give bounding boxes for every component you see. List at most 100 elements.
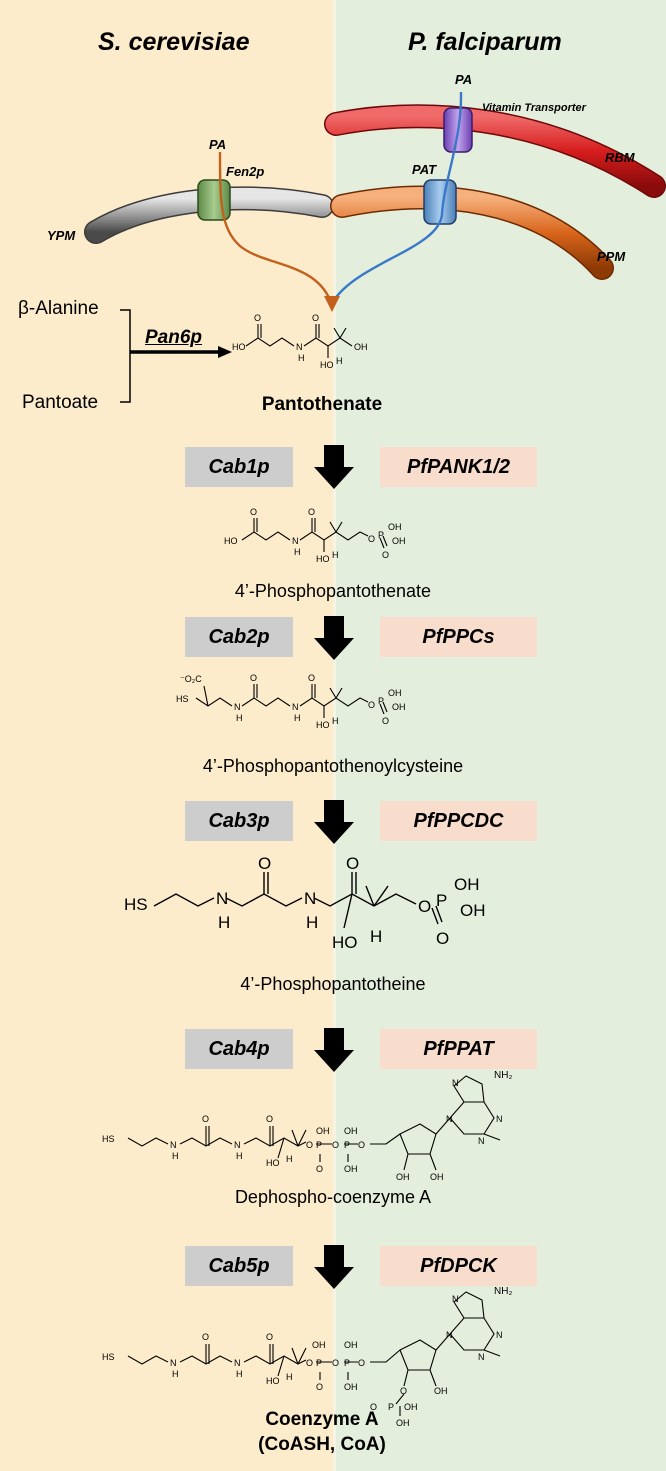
svg-text:P: P (316, 1140, 322, 1150)
svg-text:O: O (382, 550, 389, 560)
svg-text:O: O (250, 507, 257, 517)
panel-divider (333, 0, 336, 1471)
svg-text:O: O (306, 1358, 313, 1368)
svg-text:HO: HO (320, 360, 334, 370)
enzyme-pfppcdc: PfPPCDC (380, 801, 537, 841)
svg-text:O: O (346, 856, 359, 873)
coa-label: Coenzyme A (265, 1409, 379, 1430)
svg-text:N: N (478, 1136, 485, 1146)
svg-text:N: N (216, 889, 228, 908)
svg-text:HO: HO (316, 554, 330, 564)
svg-text:OH: OH (316, 1126, 330, 1136)
svg-text:HS: HS (124, 895, 148, 914)
pa-label-plasmodium: PA (455, 72, 473, 87)
phosphopantetheine-structure: HS O O N H N H HO H O P OH OH O (124, 856, 486, 952)
svg-text:OH: OH (344, 1164, 358, 1174)
svg-text:N: N (234, 1140, 241, 1150)
svg-text:OH: OH (344, 1382, 358, 1392)
svg-text:H: H (298, 353, 305, 363)
svg-text:H: H (370, 927, 382, 946)
svg-text:N: N (496, 1114, 503, 1124)
svg-text:OH: OH (396, 1418, 410, 1428)
pan6p-label: Pan6p (145, 327, 203, 348)
rbm-label: RBM (605, 150, 635, 165)
svg-text:HS: HS (102, 1134, 115, 1144)
svg-text:N: N (296, 342, 303, 352)
svg-text:OH: OH (454, 875, 480, 894)
svg-text:N: N (292, 702, 299, 712)
yeast-panel (0, 0, 334, 1471)
svg-text:P: P (378, 696, 384, 706)
phosphopantothenoylcysteine-structure: ⁻O₂C HS O O N H N H HO H O P OH OH O (176, 673, 406, 730)
svg-text:O: O (308, 507, 315, 517)
step4-arrow (314, 1028, 354, 1072)
svg-text:H: H (294, 547, 301, 557)
enzyme-pfdpck: PfDPCK (380, 1246, 537, 1286)
dephospho-coa-label: Dephospho-coenzyme A (234, 1187, 432, 1207)
plasmodium-pa-path (333, 91, 463, 301)
svg-text:O: O (316, 1382, 323, 1392)
svg-text:N: N (478, 1352, 485, 1362)
svg-text:OH: OH (434, 1386, 448, 1396)
svg-text:HS: HS (176, 694, 189, 704)
phosphopantothenoylcysteine-label: 4’-Phosphopantothenoylcysteine (202, 756, 464, 776)
coa-structure: HS O O N H N H HO H O P O P O OH OH O OH… (102, 1286, 512, 1428)
svg-text:NH₂: NH₂ (494, 1286, 512, 1297)
svg-text:O: O (358, 1140, 365, 1150)
svg-text:N: N (452, 1294, 459, 1304)
svg-text:P: P (388, 1402, 394, 1412)
svg-text:H: H (294, 713, 301, 723)
svg-text:N: N (170, 1140, 177, 1150)
plasmodium-panel (334, 0, 666, 1471)
ypm-label: YPM (47, 228, 76, 243)
svg-text:OH: OH (404, 1402, 418, 1412)
svg-text:OH: OH (344, 1126, 358, 1136)
pa-label-yeast: PA (209, 137, 227, 152)
svg-text:O: O (358, 1358, 365, 1368)
svg-text:O: O (308, 673, 315, 683)
svg-text:O: O (254, 313, 261, 323)
enzyme-cab5p: Cab5p (185, 1246, 293, 1286)
svg-text:N: N (304, 889, 316, 908)
svg-text:H: H (306, 913, 318, 932)
svg-text:OH: OH (396, 1172, 410, 1182)
enzyme-cab2p: Cab2p (185, 617, 293, 657)
pantothenate-label: Pantothenate (261, 394, 383, 415)
header-p-falciparum: P. falciparum (408, 28, 562, 56)
svg-text:H: H (172, 1151, 179, 1161)
svg-text:H: H (236, 713, 243, 723)
svg-text:O: O (332, 1358, 339, 1368)
svg-text:H: H (286, 1154, 293, 1164)
svg-text:O: O (400, 1386, 407, 1396)
svg-text:OH: OH (344, 1340, 358, 1350)
svg-text:N: N (234, 702, 241, 712)
beta-alanine-label: β-Alanine (18, 298, 99, 319)
pantothenate-structure: O O HO N H HO H OH (232, 313, 368, 370)
svg-text:N: N (292, 536, 299, 546)
svg-text:⁻O₂C: ⁻O₂C (180, 674, 202, 684)
vitamin-transporter-label: Vitamin Transporter (482, 102, 586, 114)
uptake-arrowhead (324, 296, 340, 312)
svg-text:H: H (332, 716, 339, 726)
svg-text:H: H (286, 1372, 293, 1382)
enzyme-pfppcs: PfPPCs (380, 617, 537, 657)
svg-text:O: O (382, 716, 389, 726)
svg-text:O: O (266, 1114, 273, 1124)
svg-text:O: O (312, 313, 319, 323)
phosphopantothenate-label: 4’-Phosphopantothenate (234, 581, 432, 601)
dephospho-coa-structure: HS O O N H N H HO H O P O P O OH OH O OH… (102, 1070, 512, 1182)
svg-text:NH₂: NH₂ (494, 1070, 512, 1081)
step2-arrow (314, 616, 354, 660)
pantoate-label: Pantoate (22, 392, 99, 413)
svg-text:O: O (202, 1114, 209, 1124)
svg-text:P: P (344, 1140, 350, 1150)
svg-text:O: O (258, 856, 271, 873)
svg-text:H: H (236, 1369, 243, 1379)
enzyme-pfpank: PfPANK1/2 (380, 447, 537, 487)
enzyme-pfppat: PfPPAT (380, 1029, 537, 1069)
svg-text:O: O (436, 929, 449, 948)
svg-text:HS: HS (102, 1352, 115, 1362)
fen2p-label: Fen2p (226, 164, 265, 179)
svg-text:OH: OH (312, 1340, 326, 1350)
svg-text:N: N (446, 1330, 453, 1340)
